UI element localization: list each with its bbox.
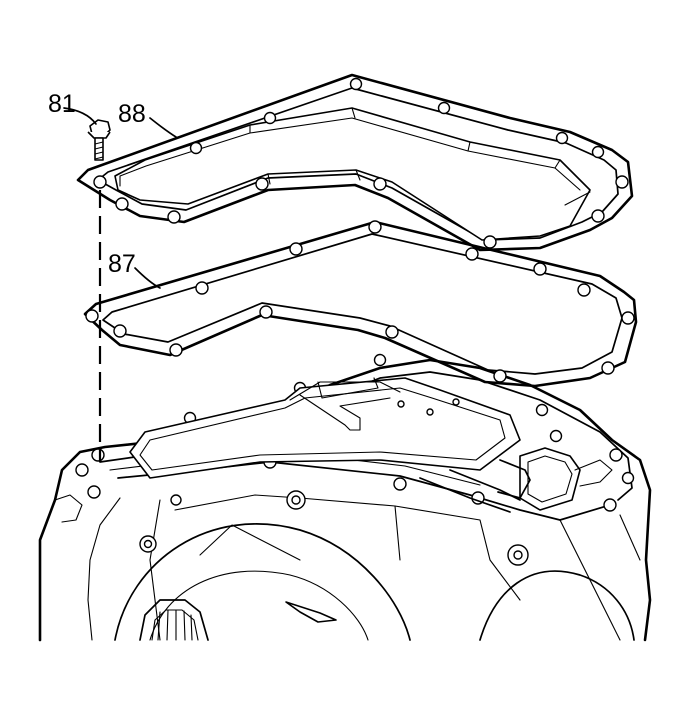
callout-87: 87 (108, 250, 136, 278)
callout-81: 81 (48, 90, 76, 118)
pan-bolt (87, 119, 111, 161)
gasket-bolt-holes (85, 220, 635, 383)
leader-lines (63, 107, 177, 289)
oil-pan-gasket (83, 220, 638, 388)
transmission-case (38, 353, 652, 642)
transmission-oil-pan (76, 73, 634, 252)
pan-bolt-holes (93, 77, 629, 249)
callout-88: 88 (118, 100, 146, 128)
